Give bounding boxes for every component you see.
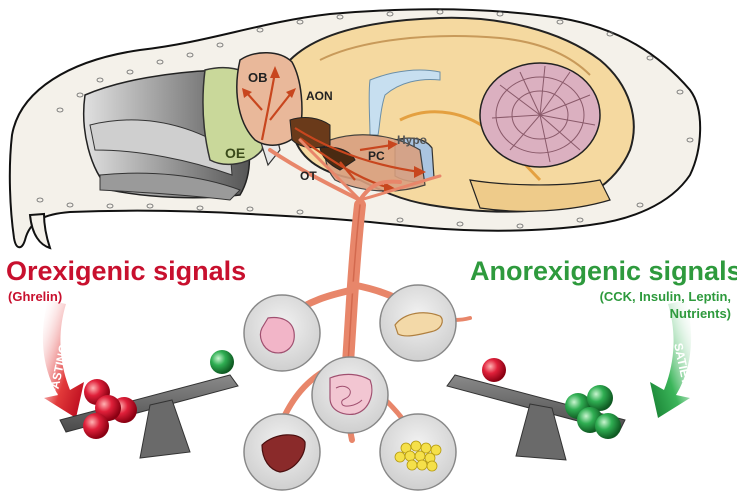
anorexigenic-title: Anorexigenic signals <box>470 256 737 286</box>
fat-icon <box>379 413 457 491</box>
anorexigenic-subtitle: (CCK, Insulin, Leptin, Nutrients) <box>600 288 731 322</box>
left-balance <box>42 300 239 459</box>
orexigenic-subtitle: (Ghrelin) <box>8 289 63 304</box>
liver-icon <box>243 413 321 491</box>
anorexigenic-subtitle-line1: (CCK, Insulin, Leptin, <box>599 289 731 304</box>
label-pc: PC <box>368 149 385 163</box>
cerebellum <box>479 62 601 168</box>
label-ob: OB <box>248 70 268 85</box>
intestine-icon <box>311 356 389 434</box>
label-hypo: Hypo <box>397 133 427 147</box>
label-aon: AON <box>306 89 333 103</box>
right-balance <box>446 300 692 461</box>
anorexigenic-subtitle-line2: Nutrients) <box>669 306 731 321</box>
stomach-icon <box>243 294 321 372</box>
label-ot: OT <box>300 169 317 183</box>
label-oe: OE <box>225 145 245 161</box>
orexigenic-title: Orexigenic signals <box>6 256 247 286</box>
pancreas-icon <box>379 284 457 362</box>
